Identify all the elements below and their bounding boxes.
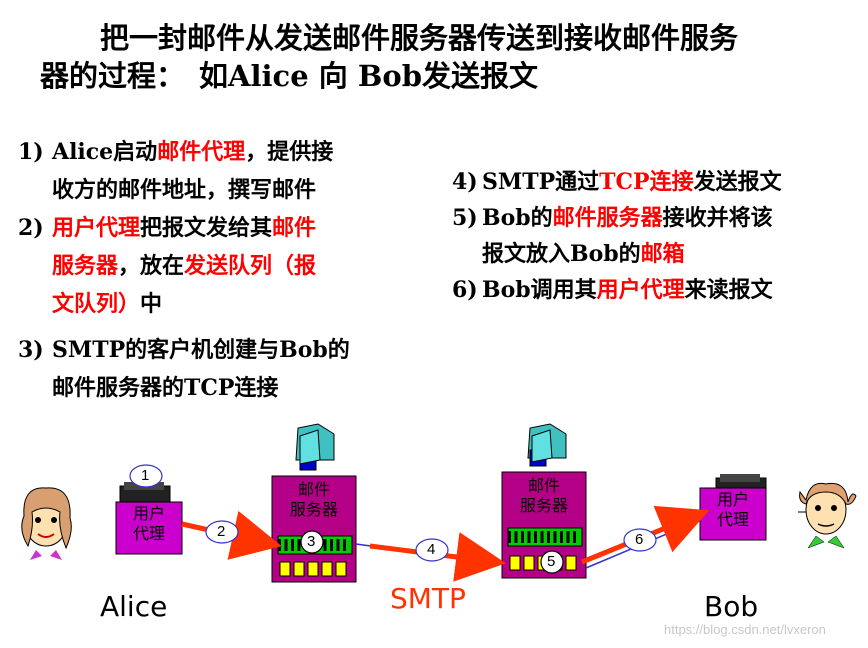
circle-label-1: 1 bbox=[141, 467, 150, 484]
step-text: Bob调用其 bbox=[482, 277, 597, 303]
circle-label-4: 4 bbox=[427, 541, 436, 558]
circle-label-3: 3 bbox=[307, 533, 316, 550]
server-bar-divider bbox=[343, 539, 346, 551]
step-circle-1 bbox=[129, 464, 163, 488]
server-bar-divider bbox=[573, 531, 576, 543]
step-text: 邮件 bbox=[272, 215, 317, 241]
queue-slot bbox=[279, 561, 291, 577]
server-bar-divider bbox=[278, 539, 281, 551]
step-text: 收方的邮件地址，撰写邮件 bbox=[52, 177, 317, 203]
step-text: 接收并将该 bbox=[662, 205, 773, 231]
step-circle-3 bbox=[300, 530, 324, 554]
bob-ua-label: 用户 代理 bbox=[716, 490, 749, 529]
step-text: 把报文发给其 bbox=[140, 215, 273, 241]
server-bar-divider bbox=[547, 531, 550, 543]
server-bar-divider bbox=[323, 539, 327, 551]
server-bar-divider bbox=[284, 539, 288, 551]
step-number: 5) bbox=[452, 205, 478, 231]
step-text: 发送队列（报 bbox=[184, 253, 317, 279]
server-bar-divider bbox=[514, 531, 518, 543]
queue-slot bbox=[307, 561, 319, 577]
server-bar-divider bbox=[534, 531, 537, 543]
server-bar-divider bbox=[330, 539, 333, 551]
step-text: 文队列） bbox=[52, 291, 141, 317]
step-item: 3) SMTP的客户机创建与Bob的邮件服务器的TCP连接 bbox=[18, 331, 418, 407]
step-text: 邮件服务器 bbox=[552, 205, 663, 231]
page-title: 把一封邮件从发送邮件服务器传送到接收邮件服务 bbox=[100, 18, 738, 58]
page-title-line-2: 器的过程：如Alice 向 Bob发送报文 bbox=[40, 59, 538, 93]
alice-ua-label: 用户 代理 bbox=[132, 504, 165, 543]
server2-label: 邮件 服务器 bbox=[519, 476, 568, 515]
circle-label-5: 5 bbox=[547, 553, 556, 570]
server-bar-divider bbox=[336, 539, 340, 551]
queue-slot bbox=[335, 561, 347, 577]
step-text: ，放在 bbox=[118, 253, 185, 279]
left-steps-list: 1) Alice启动邮件代理，提供接收方的邮件地址，撰写邮件 2) 用户代理把报文发给… bbox=[18, 133, 418, 407]
bob-face-icon bbox=[798, 482, 857, 549]
email-flow-diagram bbox=[21, 423, 857, 583]
server-bar-divider bbox=[566, 531, 570, 543]
step-circle-4 bbox=[415, 538, 449, 562]
queue-slot bbox=[523, 555, 535, 571]
step-circle-5 bbox=[540, 550, 564, 574]
step-text: 发送报文 bbox=[693, 169, 782, 195]
step-text: SMTP通过 bbox=[482, 169, 600, 195]
alice-face-icon bbox=[21, 487, 72, 560]
step-number: 1) bbox=[18, 139, 44, 165]
circle-label-6: 6 bbox=[635, 531, 644, 548]
queue-slot bbox=[565, 555, 577, 571]
step-item: 6)Bob调用其用户代理来读报文 bbox=[452, 272, 862, 308]
step-item: 5)Bob的邮件服务器接收并将该报文放入Bob的邮箱 bbox=[452, 200, 862, 272]
step-text: Alice启动 bbox=[52, 139, 158, 165]
server-bar-divider bbox=[553, 531, 557, 543]
step-number: 6) bbox=[452, 277, 478, 303]
step-item: 4)SMTP通过TCP连接发送报文 bbox=[452, 164, 862, 200]
server1-label: 邮件 服务器 bbox=[289, 480, 338, 519]
server-bar-divider bbox=[508, 531, 511, 543]
step-text: 用户代理 bbox=[52, 215, 141, 241]
step-text: 用户代理 bbox=[596, 277, 685, 303]
step-text: 来读报文 bbox=[684, 277, 773, 303]
step-text: 服务器 bbox=[52, 253, 119, 279]
step-number: 4) bbox=[452, 169, 478, 195]
server-bar-divider bbox=[527, 531, 531, 543]
step-text: ，提供接 bbox=[245, 139, 334, 165]
queue-slot bbox=[293, 561, 305, 577]
step-text: TCP连接 bbox=[599, 169, 694, 195]
step-text: 邮箱 bbox=[640, 241, 685, 267]
step-text: SMTP的客户机创建与Bob的 bbox=[52, 337, 350, 363]
server-bar-divider bbox=[540, 531, 544, 543]
step-circle-6 bbox=[623, 528, 657, 552]
step-item: 1) Alice启动邮件代理，提供接收方的邮件地址，撰写邮件 bbox=[18, 133, 418, 209]
server-bar-divider bbox=[560, 531, 563, 543]
alice-name-label: Alice bbox=[100, 590, 168, 623]
step-number: 3) bbox=[18, 337, 44, 363]
step-number: 2) bbox=[18, 215, 44, 241]
bob-user-agent-box bbox=[699, 487, 767, 541]
step-text: 邮件服务器的TCP连接 bbox=[52, 375, 279, 401]
title-line-1: 把一封邮件从发送邮件服务器传送到接收邮件服务 bbox=[100, 21, 739, 55]
step-text: 中 bbox=[140, 291, 163, 317]
step-text: Bob的 bbox=[482, 205, 553, 231]
step-item: 2) 用户代理把报文发给其邮件服务器，放在发送队列（报文队列）中 bbox=[18, 209, 418, 323]
smtp-label: SMTP bbox=[390, 582, 466, 615]
server-bar-divider bbox=[521, 531, 524, 543]
circle-label-2: 2 bbox=[217, 523, 226, 540]
queue-slot bbox=[509, 555, 521, 571]
step-circle-2 bbox=[205, 520, 239, 544]
step-text: 邮件代理 bbox=[157, 139, 246, 165]
alice-user-agent-box bbox=[115, 501, 183, 555]
queue-slot bbox=[321, 561, 333, 577]
server-bar-divider bbox=[297, 539, 301, 551]
bob-name-label: Bob bbox=[704, 590, 759, 623]
server-bar-divider bbox=[291, 539, 294, 551]
step-text: 报文放入Bob的 bbox=[482, 241, 641, 267]
watermark-text: https://blog.csdn.net/lvxeron bbox=[664, 622, 826, 637]
